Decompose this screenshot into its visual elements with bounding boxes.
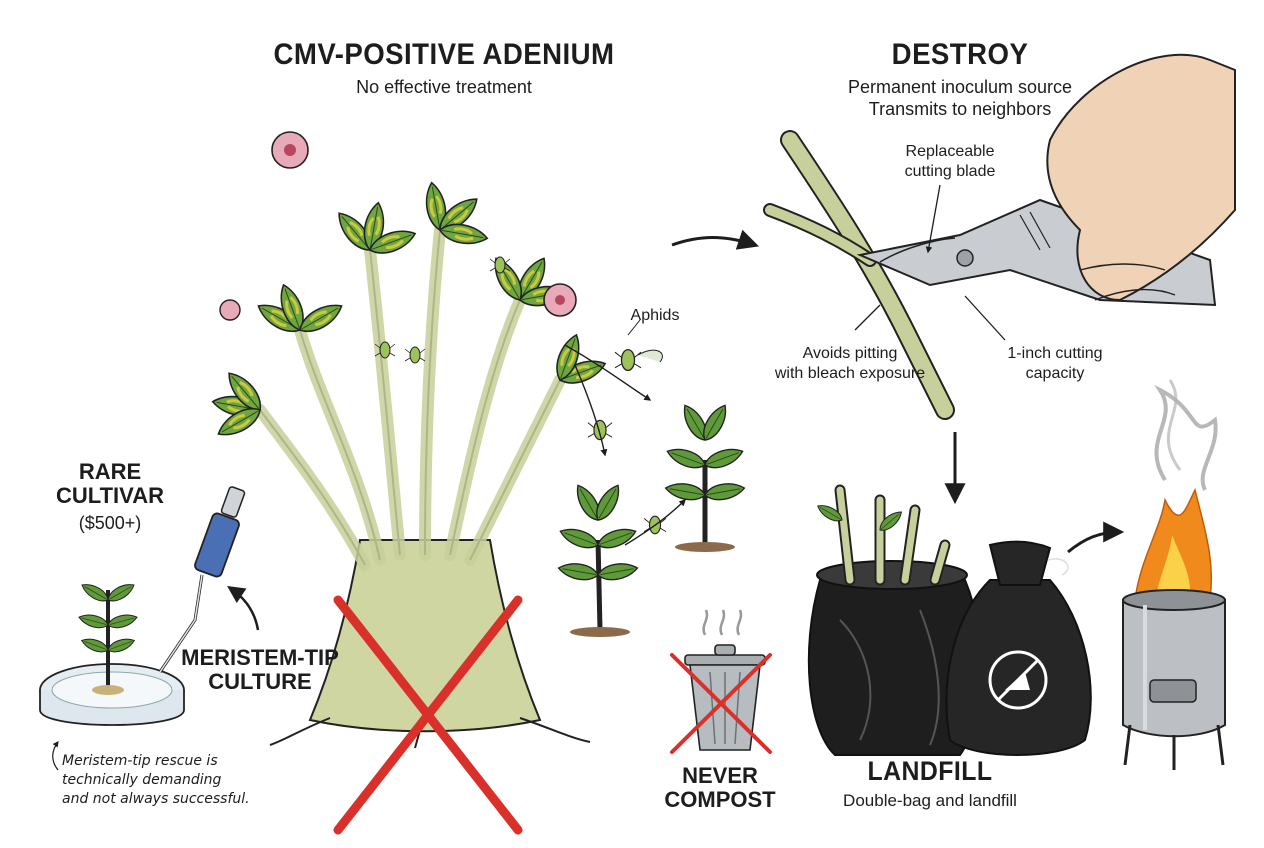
bleach-label-line: with bleach exposure bbox=[774, 365, 926, 382]
meristem-label-line: MERISTEM-TIP bbox=[181, 645, 339, 670]
capacity-label-line: capacity bbox=[1025, 365, 1085, 382]
branch bbox=[763, 130, 955, 420]
blade-label-line: cutting blade bbox=[904, 163, 996, 180]
adenium-subtitle: No effective treatment bbox=[356, 77, 532, 97]
destroy-title: DESTROY bbox=[891, 38, 1029, 71]
never-compost-x-icon bbox=[670, 653, 772, 754]
meristem-arrow bbox=[227, 586, 260, 631]
blade-pointer bbox=[925, 184, 941, 254]
never-compost-line: NEVER bbox=[682, 763, 758, 788]
adenium-plant bbox=[209, 131, 610, 749]
rare-title-line: RARE bbox=[78, 459, 142, 484]
rare-title-line: CULTIVAR bbox=[56, 483, 164, 508]
aphids-label: Aphids bbox=[630, 307, 680, 324]
aphid-spread bbox=[564, 319, 686, 546]
landfill-subtitle: Double-bag and landfill bbox=[843, 791, 1017, 810]
blade-label-line: Replaceable bbox=[905, 143, 995, 160]
meristem-note-line: and not always successful. bbox=[62, 791, 250, 807]
meristem-label-line: CULTURE bbox=[208, 669, 312, 694]
landfill-title: LANDFILL bbox=[867, 756, 993, 786]
meristem-note-line: technically demanding bbox=[62, 772, 222, 788]
neighbor-seedling bbox=[556, 480, 640, 637]
never-compost-line: COMPOST bbox=[664, 787, 776, 812]
capacity-pointer bbox=[964, 295, 1006, 341]
note-pointer bbox=[52, 741, 59, 771]
bleach-label-line: Avoids pitting bbox=[802, 345, 898, 362]
burn-barrel-icon bbox=[1122, 379, 1226, 770]
rare-price: ($500+) bbox=[78, 513, 142, 533]
arrow-to-destroy bbox=[671, 229, 759, 250]
neighbor-seedling bbox=[663, 400, 747, 552]
bleach-pointer bbox=[854, 304, 881, 331]
destroy-line: Permanent inoculum source bbox=[847, 77, 1073, 97]
explant-plantlet bbox=[77, 579, 139, 695]
flower bbox=[219, 299, 241, 321]
pruning-shears-icon bbox=[856, 53, 1236, 307]
capacity-label-line: 1-inch cutting bbox=[1007, 345, 1103, 362]
destroy-line: Transmits to neighbors bbox=[868, 99, 1052, 119]
flower bbox=[271, 131, 309, 169]
adenium-title: CMV-POSITIVE ADENIUM bbox=[273, 38, 615, 71]
open-trash-bag-icon bbox=[807, 484, 983, 756]
arrow-to-burner bbox=[1067, 521, 1125, 554]
flower bbox=[543, 283, 577, 317]
meristem-note-line: Meristem-tip rescue is bbox=[62, 753, 218, 769]
tied-trash-bag-icon bbox=[945, 540, 1092, 756]
red-x-icon bbox=[333, 595, 523, 835]
pipette-icon bbox=[158, 486, 246, 673]
